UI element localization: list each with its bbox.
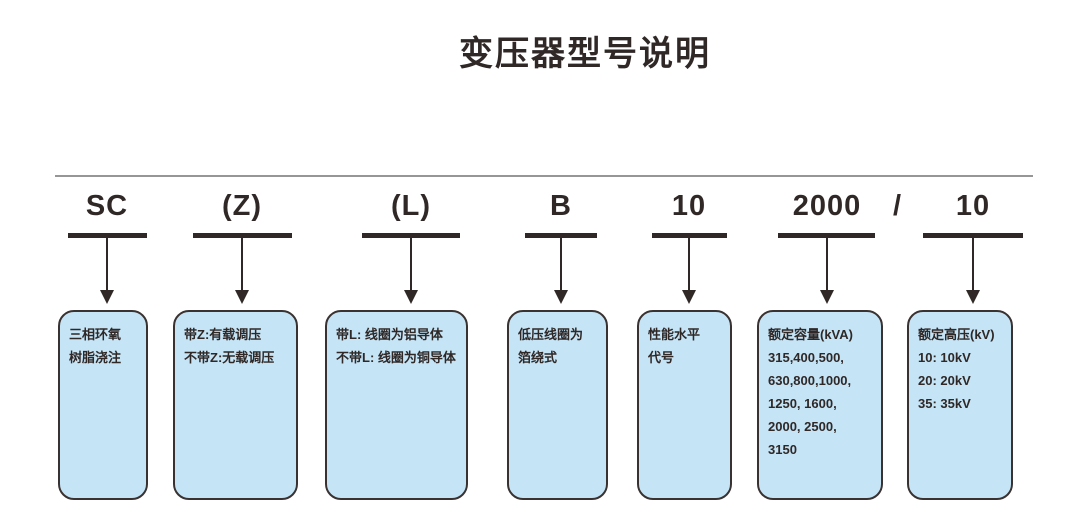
code-label-2000: 2000: [792, 190, 862, 222]
box-text-line: 35: 35kV: [918, 396, 971, 411]
arrow-down-icon: [966, 290, 980, 304]
arrow-shaft: [688, 238, 690, 292]
arrow-down-icon: [554, 290, 568, 304]
box-text-line: 315,400,500,: [768, 350, 844, 365]
description-box-l: 带L: 线圈为铝导体 不带L: 线圈为铜导体: [325, 310, 468, 500]
code-underline: [362, 233, 460, 238]
arrow-shaft: [560, 238, 562, 292]
arrow-down-icon: [100, 290, 114, 304]
code-underline: [652, 233, 727, 238]
code-underline: [193, 233, 292, 238]
code-label-b: B: [550, 190, 572, 222]
slash-separator: /: [892, 190, 902, 222]
box-text-line: 性能水平: [648, 327, 701, 342]
code-underline: [923, 233, 1023, 238]
box-text-line: 额定高压(kV): [918, 327, 995, 342]
page-title: 变压器型号说明: [459, 35, 711, 73]
code-label-z: (Z): [221, 190, 263, 222]
code-label-l: (L): [390, 190, 432, 222]
code-underline: [68, 233, 147, 238]
description-box-capacity: 额定容量(kVA) 315,400,500, 630,800,1000, 125…: [757, 310, 883, 500]
arrow-shaft: [410, 238, 412, 292]
box-text-line: 10: 10kV: [918, 350, 971, 365]
box-text-line: 代号: [648, 350, 675, 365]
arrow-shaft: [972, 238, 974, 292]
description-box-performance: 性能水平 代号: [637, 310, 732, 500]
box-text-line: 不带Z:无载调压: [184, 350, 275, 365]
arrow-shaft: [241, 238, 243, 292]
arrow-shaft: [106, 238, 108, 292]
arrow-down-icon: [235, 290, 249, 304]
description-box-b: 低压线圈为 箔绕式: [507, 310, 608, 500]
box-text-line: 2000, 2500,: [768, 419, 837, 434]
description-box-sc: 三相环氧 树脂浇注: [58, 310, 148, 500]
arrow-down-icon: [682, 290, 696, 304]
box-text-line: 额定容量(kVA): [768, 327, 853, 342]
arrow-down-icon: [404, 290, 418, 304]
box-text-line: 树脂浇注: [69, 350, 122, 365]
code-label-10: 10: [671, 190, 707, 222]
box-text-line: 3150: [768, 442, 797, 457]
code-label-hv-10: 10: [955, 190, 991, 222]
box-text-line: 不带L: 线圈为铜导体: [336, 350, 456, 365]
description-box-voltage: 额定高压(kV) 10: 10kV 20: 20kV 35: 35kV: [907, 310, 1013, 500]
code-underline: [778, 233, 875, 238]
box-text-line: 630,800,1000,: [768, 373, 852, 388]
box-text-line: 箔绕式: [518, 350, 558, 365]
box-text-line: 带Z:有载调压: [184, 327, 262, 342]
code-label-sc: SC: [85, 190, 129, 222]
description-box-z: 带Z:有载调压 不带Z:无载调压: [173, 310, 298, 500]
horizontal-rule: [55, 175, 1033, 177]
box-text-line: 低压线圈为: [518, 327, 584, 342]
arrow-shaft: [826, 238, 828, 292]
arrow-down-icon: [820, 290, 834, 304]
box-text-line: 带L: 线圈为铝导体: [336, 327, 443, 342]
box-text-line: 1250, 1600,: [768, 396, 837, 411]
box-text-line: 20: 20kV: [918, 373, 971, 388]
box-text-line: 三相环氧: [69, 327, 122, 342]
code-underline: [525, 233, 597, 238]
